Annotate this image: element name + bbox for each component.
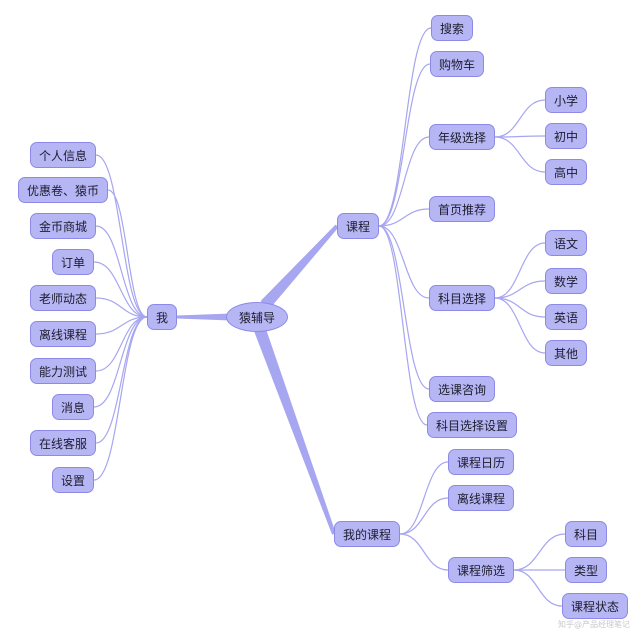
link-filter-item-2 (513, 569, 563, 607)
link-me-item-6 (95, 316, 148, 372)
my-course-item-calendar: 课程日历 (447, 449, 515, 475)
link-course-consult (378, 225, 430, 390)
link-me-item-5 (95, 316, 148, 335)
link-me-item-0 (95, 154, 148, 318)
course-item-home-recommend: 首页推荐 (428, 196, 496, 222)
link-subject-item-1 (494, 280, 546, 299)
link-me-item-9 (93, 316, 148, 481)
link-root-my-course (254, 327, 336, 535)
link-me-item-8 (95, 316, 148, 444)
me-item-gold-mall: 金币商城 (29, 213, 97, 239)
branch-course: 课程 (336, 213, 380, 239)
link-filter-item-0 (513, 533, 566, 571)
link-my-course-cal (399, 461, 449, 535)
grade-item-junior: 初中 (544, 123, 588, 149)
course-item-search: 搜索 (430, 15, 474, 41)
grade-item-senior: 高中 (544, 159, 588, 185)
subject-item-english: 英语 (544, 304, 588, 330)
filter-item-type: 类型 (564, 557, 608, 583)
link-my-course-off (399, 497, 449, 535)
course-item-consult: 选课咨询 (428, 376, 496, 402)
link-me-item-2 (95, 225, 148, 318)
course-item-subject-settings: 科目选择设置 (426, 412, 518, 438)
link-my-course-filter (399, 533, 449, 571)
link-grade-item-1 (494, 135, 546, 138)
filter-item-subject: 科目 (564, 521, 608, 547)
subject-item-math: 数学 (544, 268, 588, 294)
course-item-cart: 购物车 (429, 51, 485, 77)
watermark: 知乎@产品经理笔记 (558, 620, 630, 629)
me-item-ability-test: 能力测试 (29, 358, 97, 384)
branch-my-course: 我的课程 (333, 521, 401, 547)
link-course-search (378, 27, 432, 227)
link-root-course (260, 224, 339, 310)
me-item-orders: 订单 (51, 249, 95, 275)
filter-item-status: 课程状态 (561, 593, 629, 619)
course-item-subject-select: 科目选择 (428, 285, 496, 311)
me-item-teacher-news: 老师动态 (29, 285, 97, 311)
link-grade-item-2 (494, 136, 546, 173)
subject-item-chinese: 语文 (544, 230, 588, 256)
link-me-item-1 (107, 189, 148, 318)
subject-item-other: 其他 (544, 340, 588, 366)
link-course-subject (378, 225, 430, 299)
link-subject-item-0 (494, 242, 546, 299)
course-item-grade-select: 年级选择 (428, 124, 496, 150)
link-me-item-7 (93, 316, 148, 408)
link-course-grade (378, 136, 430, 227)
link-course-subjset (378, 225, 428, 426)
link-me-item-4 (95, 297, 148, 318)
me-item-online-service: 在线客服 (29, 430, 97, 456)
me-item-offline-courses: 离线课程 (29, 321, 97, 347)
root-node: 猿辅导 (225, 302, 289, 332)
link-subject-item-3 (494, 297, 546, 354)
me-item-coupons: 优惠卷、猿币 (17, 177, 109, 203)
branch-me: 我 (146, 304, 178, 330)
me-item-personal-info: 个人信息 (29, 142, 97, 168)
link-course-cart (378, 63, 431, 227)
link-grade-item-0 (494, 99, 546, 138)
me-item-settings: 设置 (51, 467, 95, 493)
my-course-item-filter: 课程筛选 (447, 557, 515, 583)
grade-item-primary: 小学 (544, 87, 588, 113)
link-subject-item-2 (494, 297, 546, 318)
link-me-item-3 (93, 261, 148, 318)
link-course-home (378, 208, 430, 227)
me-item-messages: 消息 (51, 394, 95, 420)
my-course-item-offline: 离线课程 (447, 485, 515, 511)
